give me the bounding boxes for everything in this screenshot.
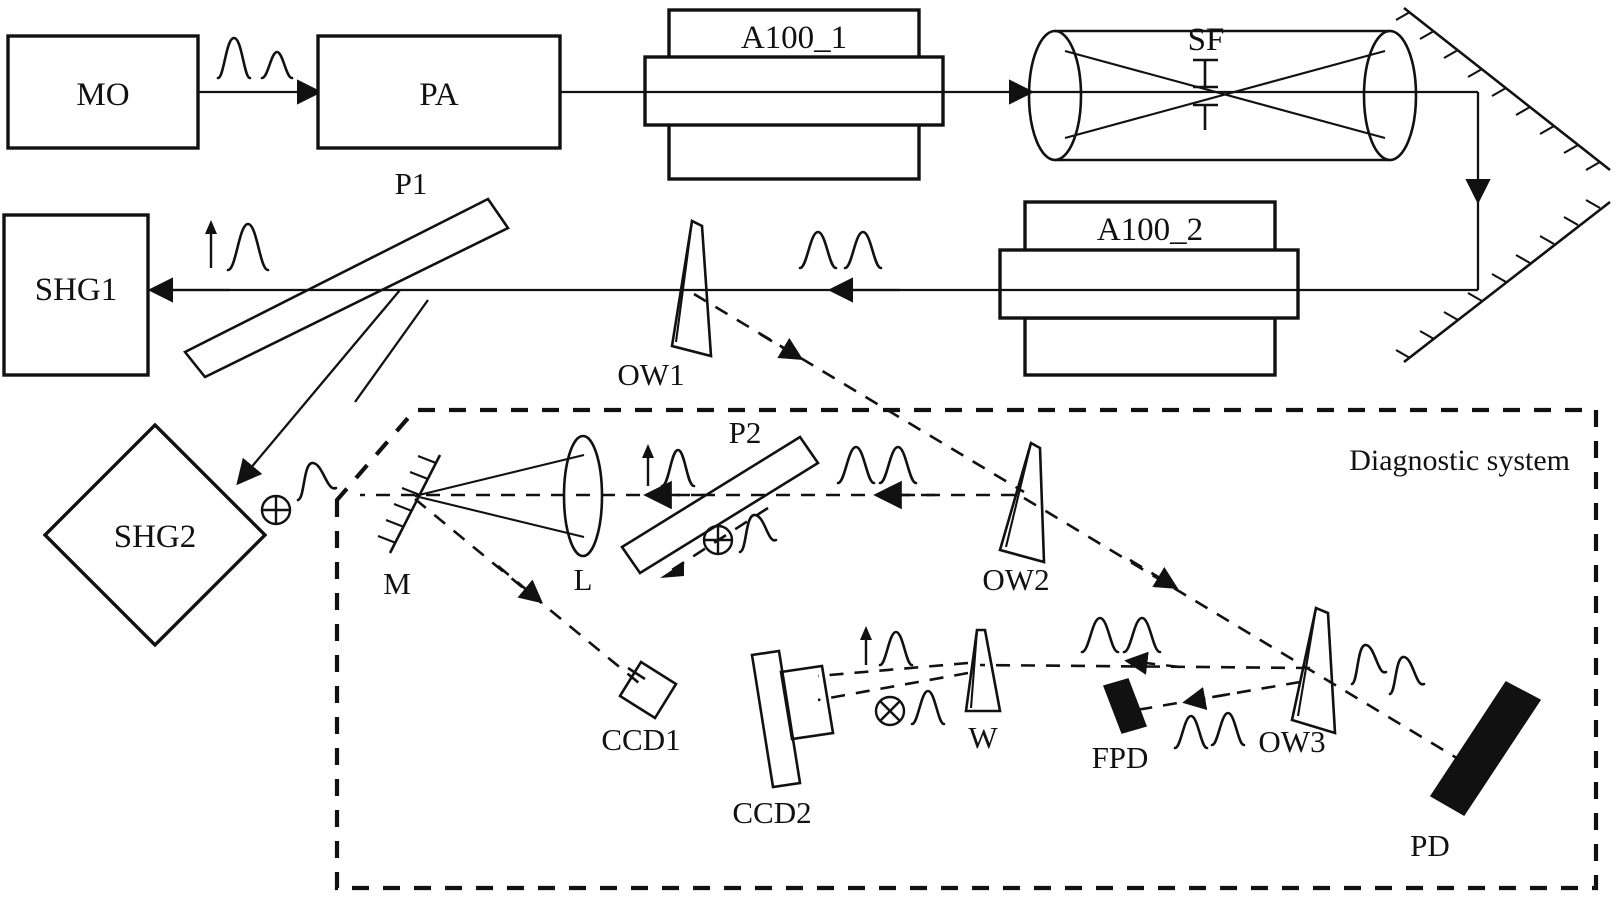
beam-ow3-to-w-arrow — [1124, 651, 1181, 675]
diagnostic-system-label: Diagnostic system — [1349, 444, 1570, 477]
component-p2[interactable]: P2 — [620, 415, 820, 575]
component-m-label: M — [383, 566, 411, 601]
pol-marker-p2-oplus — [660, 506, 778, 578]
component-p1-label: P1 — [395, 166, 428, 201]
component-lens-l[interactable]: L — [562, 434, 604, 597]
component-shg2[interactable]: SHG2 — [42, 422, 268, 648]
pulse-marker-row2 — [798, 230, 883, 270]
component-a100-2-label: A100_2 — [1097, 212, 1203, 248]
beam-ow2-to-pd — [1023, 496, 1461, 762]
beam-p1-secondary — [354, 299, 429, 403]
component-ow3[interactable]: OW3 — [1258, 606, 1337, 759]
component-a100-1-label: A100_1 — [741, 20, 847, 56]
beam-m-to-ccd1-arrow — [497, 565, 543, 604]
component-a100-1[interactable]: A100_1 — [643, 8, 945, 181]
component-p1[interactable]: P1 — [182, 166, 510, 379]
component-pd-label: PD — [1410, 828, 1450, 863]
beam-ow3-to-w — [979, 663, 1311, 670]
component-l-label: L — [574, 562, 593, 597]
pol-marker-ccd2-otimes — [874, 689, 946, 727]
component-shg2-label: SHG2 — [114, 519, 197, 555]
component-mo[interactable]: MO — [6, 34, 200, 150]
pol-marker-p1-vertical — [205, 220, 270, 272]
beam-m-to-ccd1 — [414, 497, 646, 690]
component-pa[interactable]: PA — [316, 34, 562, 150]
beam-p1-to-shg2 — [236, 289, 401, 486]
ray-m-l-lower — [414, 494, 585, 539]
component-a100-2[interactable]: A100_2 — [998, 200, 1300, 377]
diagnostic-system-enclosure — [334, 407, 1599, 891]
component-ccd2[interactable]: CCD2 — [732, 649, 835, 830]
component-pd[interactable]: PD — [1410, 681, 1542, 863]
component-ccd2-label: CCD2 — [732, 795, 811, 830]
component-fpd-label: FPD — [1092, 740, 1149, 775]
pol-marker-ccd2-vertical — [860, 626, 914, 667]
component-spatial-filter[interactable]: SF — [1027, 22, 1418, 162]
component-shg1[interactable]: SHG1 — [2, 213, 150, 377]
component-p2-label: P2 — [729, 415, 762, 450]
ray-m-l-upper — [414, 453, 585, 498]
pulse-marker-p2-ow2 — [836, 445, 918, 485]
beam-ow1-to-ow2-arrow — [759, 332, 804, 361]
component-w-label: W — [968, 720, 998, 755]
m-mirror-hatching — [377, 455, 437, 544]
mirror-hatching-lower — [1395, 199, 1601, 359]
component-ow1-label: OW1 — [617, 357, 684, 392]
component-mo-label: MO — [76, 77, 129, 113]
component-w[interactable]: W — [964, 628, 1002, 755]
beam-ow3-to-fpd-arrow — [1182, 687, 1231, 711]
component-ccd1[interactable]: CCD1 — [601, 660, 681, 757]
component-fpd[interactable]: FPD — [1092, 678, 1149, 775]
beam-ow1-to-ow2 — [693, 292, 1025, 494]
pol-marker-p2-vertical — [642, 444, 696, 488]
pulse-marker-fpd — [1173, 711, 1246, 750]
component-mirror-lower-right[interactable] — [1395, 199, 1611, 364]
component-ow1[interactable]: OW1 — [617, 219, 713, 392]
pulse-marker-mo-out — [216, 36, 294, 80]
mirror-hatching-upper — [1395, 11, 1601, 171]
pulse-marker-pd — [1350, 643, 1426, 696]
component-m-mirror[interactable]: M — [377, 454, 442, 601]
pol-marker-shg2-oplus — [260, 461, 338, 526]
beam-w-to-ccd2-a — [817, 661, 969, 678]
beam-ow2-to-pd-arrow — [1129, 558, 1179, 590]
component-pa-label: PA — [419, 77, 458, 113]
component-ow2[interactable]: OW2 — [982, 441, 1050, 597]
pulse-marker-ow3-w — [1080, 616, 1162, 654]
component-ccd1-label: CCD1 — [601, 722, 680, 757]
component-ow2-label: OW2 — [982, 562, 1049, 597]
component-sf-label: SF — [1188, 22, 1225, 58]
component-mirror-upper-right[interactable] — [1395, 6, 1611, 172]
beam-w-to-ccd2-b — [817, 671, 969, 702]
component-ow3-label: OW3 — [1258, 724, 1325, 759]
beam-ow3-to-fpd — [1124, 680, 1301, 714]
component-shg1-label: SHG1 — [35, 272, 118, 308]
